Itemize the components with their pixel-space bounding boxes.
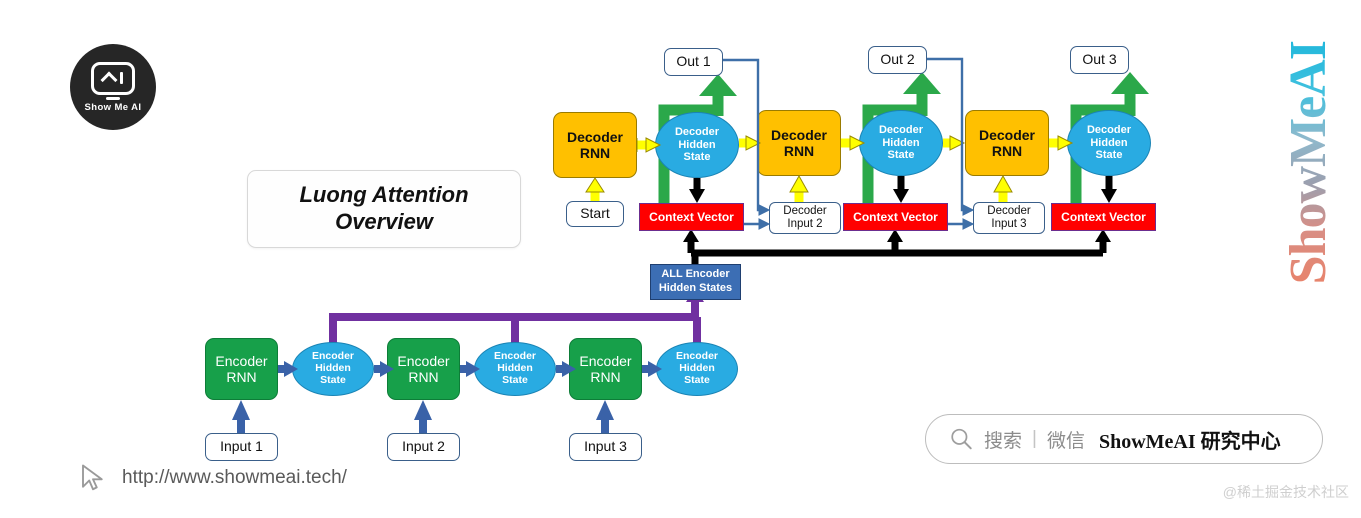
robot-neck bbox=[106, 96, 120, 100]
robot-eye-chevron bbox=[100, 71, 118, 88]
watermark-url[interactable]: http://www.showmeai.tech/ bbox=[122, 467, 347, 488]
context-vector-3[interactable]: Context Vector bbox=[1051, 203, 1156, 231]
vertical-brand-text: ShowMeAI bbox=[1279, 41, 1337, 285]
cursor-arrow-icon bbox=[82, 464, 103, 491]
search-term: 搜索 bbox=[984, 430, 1023, 452]
decoder-out-3[interactable]: Out 3 bbox=[1070, 46, 1129, 74]
title-line-1: Luong Attention bbox=[299, 182, 469, 208]
encoder-input-3[interactable]: Input 3 bbox=[569, 433, 642, 461]
all-encoder-hidden-states[interactable]: ALL Encoder Hidden States bbox=[650, 264, 741, 300]
decoder-input-to-rnn-arrows bbox=[585, 174, 1013, 202]
context-vector-1[interactable]: Context Vector bbox=[639, 203, 744, 231]
search-channel: 微信 bbox=[1046, 430, 1085, 452]
hidden-to-context-arrows bbox=[689, 176, 1117, 203]
encoder-input-1[interactable]: Input 1 bbox=[205, 433, 278, 461]
black-context-bus bbox=[683, 229, 1111, 299]
page-title: Luong Attention Overview bbox=[247, 170, 521, 248]
decoder-out-1[interactable]: Out 1 bbox=[664, 48, 723, 76]
purple-encoder-bus bbox=[329, 288, 704, 345]
robot-eye-bar bbox=[120, 72, 123, 84]
search-bar[interactable]: 搜索 | 微信 ShowMeAI 研究中心 bbox=[925, 414, 1323, 464]
encoder-input-2[interactable]: Input 2 bbox=[387, 433, 460, 461]
attribution-text: @稀土掘金技术社区 bbox=[1222, 484, 1349, 500]
search-icon bbox=[951, 428, 972, 450]
vertical-brand-wordmark: ShowMeAI bbox=[1262, 30, 1354, 296]
search-brand: ShowMeAI 研究中心 bbox=[1098, 430, 1281, 453]
decoder-input-start[interactable]: Start bbox=[566, 201, 624, 227]
search-separator: | bbox=[1032, 428, 1037, 449]
watermark: http://www.showmeai.tech/ bbox=[78, 463, 347, 493]
logo-text: Show Me AI bbox=[84, 101, 142, 113]
robot-face-icon bbox=[91, 61, 135, 95]
decoder-out-2[interactable]: Out 2 bbox=[868, 46, 927, 74]
showmeai-logo: Show Me AI bbox=[70, 44, 156, 130]
context-vector-2[interactable]: Context Vector bbox=[843, 203, 948, 231]
encoder-input-arrows bbox=[232, 400, 614, 433]
title-line-2: Overview bbox=[335, 209, 433, 234]
